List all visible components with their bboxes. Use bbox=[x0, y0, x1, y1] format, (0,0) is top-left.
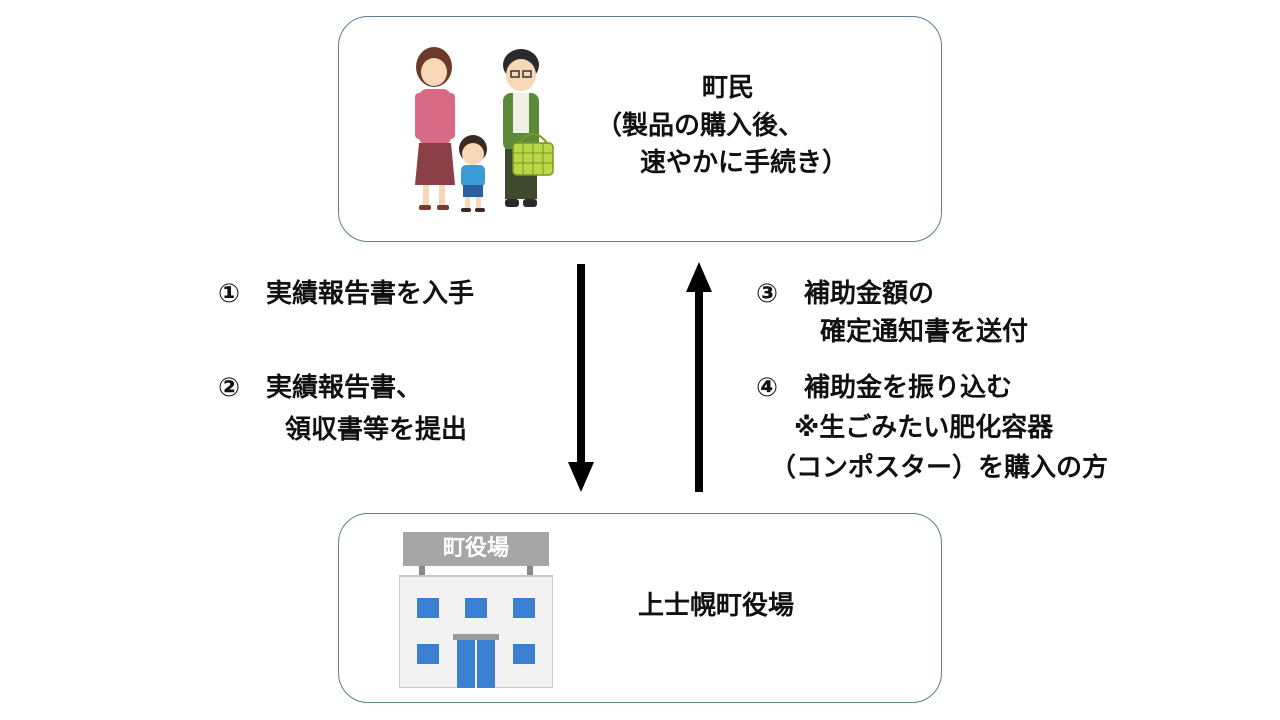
step-1-label: ① 実績報告書を入手 bbox=[218, 279, 475, 309]
step-2-line2: 領収書等を提出 bbox=[285, 415, 468, 445]
town-hall-icon: 町役場 bbox=[399, 532, 553, 688]
step-2-line1: ② 実績報告書、 bbox=[218, 373, 423, 403]
step-3-line1: ③ 補助金額の bbox=[756, 279, 935, 309]
office-name: 上士幌町役場 bbox=[638, 591, 795, 621]
step-4-note-line2: （コンポスター）を購入の方 bbox=[770, 453, 1109, 483]
resident-note-line1: （製品の購入後、 bbox=[596, 111, 805, 141]
down-arrow-icon bbox=[566, 264, 596, 494]
resident-title: 町民 bbox=[702, 73, 755, 103]
step-4-note-line1: ※生ごみたい肥化容器 bbox=[794, 413, 1054, 443]
step-4-line1: ④ 補助金を振り込む bbox=[756, 373, 1013, 403]
up-arrow-icon bbox=[684, 262, 714, 492]
step-3-line2: 確定通知書を送付 bbox=[820, 317, 1029, 347]
resident-note-line2: 速やかに手続き） bbox=[640, 148, 849, 178]
town-hall-sign: 町役場 bbox=[442, 536, 509, 561]
family-icon bbox=[401, 45, 561, 215]
town-office-box: 町役場 bbox=[338, 513, 942, 703]
resident-box bbox=[338, 16, 942, 242]
